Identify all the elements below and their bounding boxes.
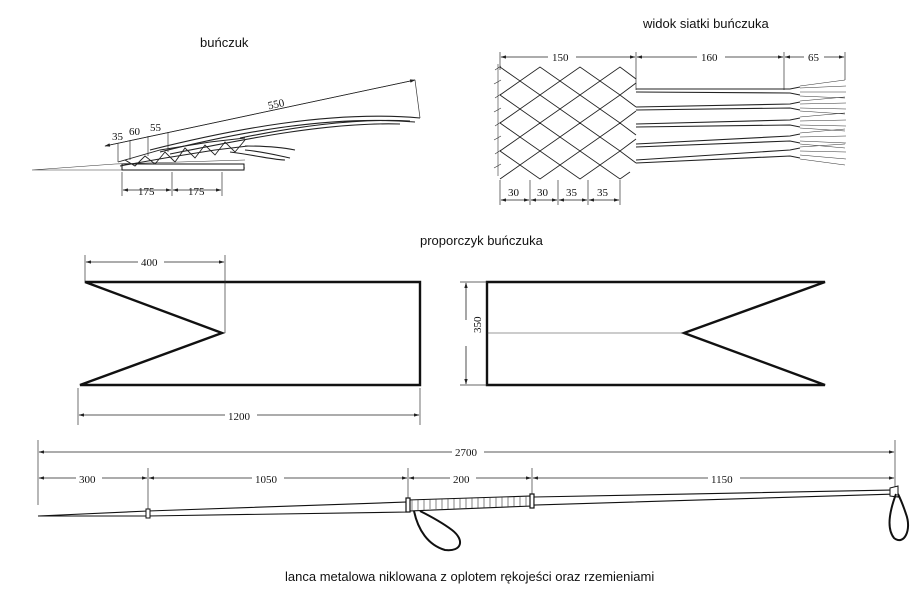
- horsetail-drawing: buńczuk 550 35 60 55 175 175: [31, 35, 421, 198]
- net-tassels: [799, 79, 847, 166]
- lance-grip-strap: [413, 510, 461, 552]
- lance-dim-300-label: 300: [79, 474, 96, 486]
- lance-ferrule: [145, 508, 151, 519]
- horsetail-base-rod: [121, 163, 245, 171]
- lance-caption: lanca metalowa niklowana z oplotem rękoj…: [285, 569, 654, 584]
- net-dim-35a-label: 35: [566, 187, 578, 199]
- lance-butt-cap: [889, 485, 899, 498]
- net-left-fringe: [493, 64, 502, 176]
- dim-175a-label: 175: [138, 186, 155, 198]
- net-view-title: widok siatki buńczuka: [642, 16, 769, 31]
- net-mesh: [499, 66, 637, 180]
- net-dim-65-label: 65: [808, 52, 820, 64]
- dim-175b-label: 175: [188, 186, 205, 198]
- pennant-dim-1200-label: 1200: [228, 411, 251, 423]
- lance-grip: [407, 495, 533, 512]
- lance-drawing: 2700 300 1050 200 1150 lanca metalowa ni…: [37, 440, 910, 584]
- lance-tip-and-shaft: [37, 501, 409, 517]
- lance-dim-1150-label: 1150: [711, 474, 733, 486]
- lance-grip-wrap: [411, 496, 527, 510]
- dim-550-label: 550: [267, 97, 286, 112]
- pennant-left: [79, 280, 422, 387]
- lance-butt-strap: [888, 493, 910, 541]
- horsetail-title: buńczuk: [200, 35, 249, 50]
- net-dim-150-label: 150: [552, 52, 569, 64]
- dim-550-line: [104, 79, 416, 147]
- lance-dim-2700-label: 2700: [455, 447, 478, 459]
- lance-dim-1050-label: 1050: [255, 474, 278, 486]
- pennant-right: [485, 280, 826, 387]
- net-dim-30b-label: 30: [537, 187, 549, 199]
- net-dim-160-label: 160: [701, 52, 718, 64]
- lance-grip-ring-left: [405, 497, 411, 513]
- pennant-drawing: proporczyk buńczuka 400 1200 350: [77, 233, 826, 425]
- dim-60-label: 60: [129, 126, 141, 138]
- lance-butt-shaft: [533, 489, 896, 506]
- net-view-drawing: widok siatki buńczuka 150 160 65: [493, 16, 847, 205]
- net-dim-30a-label: 30: [508, 187, 520, 199]
- net-dim-35b-label: 35: [597, 187, 609, 199]
- dim-55-label: 55: [150, 122, 162, 134]
- lance-dim-200-label: 200: [453, 474, 470, 486]
- pennant-dim-400-label: 400: [141, 257, 158, 269]
- lance-grip-ring-right: [529, 493, 535, 509]
- pennant-dim-350-label: 350: [472, 316, 484, 333]
- net-cords: [635, 86, 801, 164]
- dim-35-label: 35: [112, 131, 124, 143]
- pennant-title: proporczyk buńczuka: [420, 233, 544, 248]
